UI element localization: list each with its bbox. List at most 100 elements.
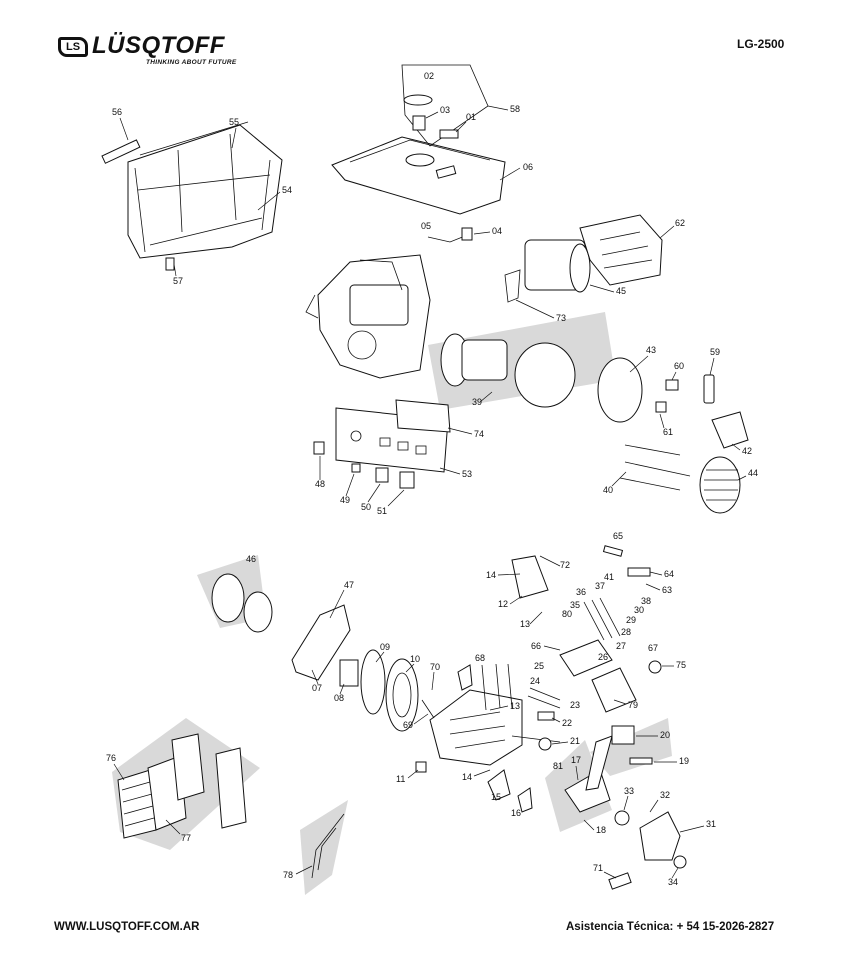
label-77: 77 [165, 819, 191, 843]
svg-text:21: 21 [570, 736, 580, 746]
air-filter-assembly [117, 733, 247, 839]
label-42: 42 [731, 443, 752, 456]
label-22: 22 [551, 717, 572, 728]
svg-text:31: 31 [706, 819, 716, 829]
label-50: 50 [361, 483, 381, 512]
svg-text:36: 36 [576, 587, 586, 597]
label-35: 35 [570, 600, 580, 610]
label-39: 39 [472, 391, 493, 407]
svg-text:60: 60 [674, 361, 684, 371]
svg-text:24: 24 [530, 676, 540, 686]
label-25: 25 [534, 661, 544, 671]
svg-text:51: 51 [377, 506, 387, 516]
control-panel-assembly [313, 399, 451, 489]
label-78: 78 [283, 865, 313, 880]
label-30: 30 [634, 605, 644, 615]
svg-text:15: 15 [491, 792, 501, 802]
label-43: 43 [629, 345, 656, 373]
label-05: 05 [421, 221, 431, 231]
svg-text:79: 79 [628, 700, 638, 710]
svg-text:39: 39 [472, 397, 482, 407]
label-69: 69 [403, 713, 429, 730]
label-73: 73 [515, 299, 566, 323]
label-15: 15 [491, 792, 501, 802]
label-37: 37 [595, 581, 605, 591]
label-67: 67 [648, 643, 658, 653]
svg-text:46: 46 [246, 554, 256, 564]
svg-text:55: 55 [229, 117, 239, 127]
label-01: 01 [455, 112, 476, 133]
svg-text:73: 73 [556, 313, 566, 323]
brand-tagline: THINKING ABOUT FUTURE [146, 59, 237, 66]
svg-text:08: 08 [334, 693, 344, 703]
label-58: 58 [487, 104, 520, 114]
label-74: 74 [447, 427, 484, 439]
label-76: 76 [106, 753, 125, 781]
svg-text:64: 64 [664, 569, 674, 579]
svg-text:42: 42 [742, 446, 752, 456]
svg-text:61: 61 [663, 427, 673, 437]
label-38: 38 [641, 596, 651, 606]
fuel-cock-assembly [427, 227, 473, 243]
label-59: 59 [709, 347, 720, 376]
label-68: 68 [475, 653, 485, 663]
svg-text:38: 38 [641, 596, 651, 606]
label-36: 36 [576, 587, 586, 597]
svg-text:66: 66 [531, 641, 541, 651]
svg-text:65: 65 [613, 531, 623, 541]
label-02: 02 [424, 71, 434, 81]
alternator-assembly [440, 214, 741, 514]
svg-text:22: 22 [562, 718, 572, 728]
regulator-assembly [655, 374, 749, 449]
svg-text:54: 54 [282, 185, 292, 195]
svg-text:35: 35 [570, 600, 580, 610]
svg-text:75: 75 [676, 660, 686, 670]
label-79: 79 [613, 699, 638, 710]
label-47: 47 [329, 580, 354, 619]
svg-text:68: 68 [475, 653, 485, 663]
svg-text:45: 45 [616, 286, 626, 296]
label-27: 27 [616, 641, 626, 651]
svg-text:02: 02 [424, 71, 434, 81]
brand-logo-mark: LS [58, 37, 88, 57]
fuel-line-assembly [311, 813, 345, 879]
label-21: 21 [551, 736, 580, 746]
svg-text:59: 59 [710, 347, 720, 357]
footer-website: WWW.LUSQTOFF.COM.AR [54, 921, 200, 933]
part-labels: 02 03 01 58 06 56 55 54 57 05 04 62 45 7… [106, 71, 758, 887]
brand-name: LÜSQTOFF [92, 32, 225, 59]
svg-text:28: 28 [621, 627, 631, 637]
label-80: 80 [562, 609, 572, 619]
svg-text:47: 47 [344, 580, 354, 590]
svg-text:43: 43 [646, 345, 656, 355]
label-53: 53 [439, 467, 472, 479]
recoil-starter-assembly [211, 573, 419, 732]
label-29: 29 [626, 615, 636, 625]
svg-text:56: 56 [112, 107, 122, 117]
svg-text:77: 77 [181, 833, 191, 843]
frame-assembly [101, 121, 283, 271]
svg-text:01: 01 [466, 112, 476, 122]
svg-text:07: 07 [312, 683, 322, 693]
label-49: 49 [340, 473, 355, 505]
label-41: 41 [604, 572, 614, 582]
svg-text:04: 04 [492, 226, 502, 236]
svg-text:16: 16 [511, 808, 521, 818]
label-14-upper: 14 [486, 570, 521, 580]
label-63: 63 [645, 583, 672, 595]
label-18: 18 [583, 819, 606, 835]
brand-logo: LS LÜSQTOFF THINKING ABOUT FUTURE [58, 32, 248, 70]
svg-text:11: 11 [396, 774, 405, 784]
label-57: 57 [173, 263, 183, 286]
svg-text:20: 20 [660, 730, 670, 740]
svg-text:78: 78 [283, 870, 293, 880]
svg-text:40: 40 [603, 485, 613, 495]
svg-text:72: 72 [560, 560, 570, 570]
svg-text:30: 30 [634, 605, 644, 615]
label-62: 62 [659, 218, 685, 239]
label-03: 03 [425, 105, 450, 119]
label-19: 19 [654, 756, 689, 766]
svg-text:09: 09 [380, 642, 390, 652]
svg-text:34: 34 [668, 877, 678, 887]
svg-text:33: 33 [624, 786, 634, 796]
